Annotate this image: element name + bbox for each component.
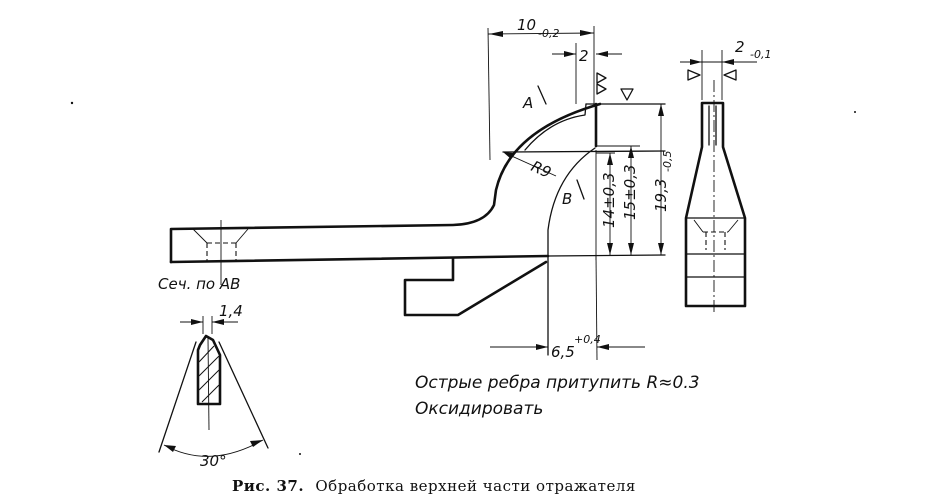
dim-side-width: 2 <box>735 38 745 56</box>
lower-hook <box>403 256 548 317</box>
part-outline-bar <box>169 102 602 264</box>
dim-offset-tol: +0,4 <box>574 333 601 346</box>
finish-mark-left <box>687 69 701 81</box>
surface-finish-marks <box>596 72 634 101</box>
scan-speck <box>70 101 74 105</box>
dim-heights: 14±0,3 15±0,3 19,3 -0,5 <box>595 104 674 260</box>
dim-h19-tol: -0,5 <box>661 151 674 172</box>
dim-width-top-tol: -0,2 <box>538 27 559 40</box>
figure-caption: Рис. 37. Обработка верхней части отражат… <box>232 477 636 495</box>
main-view: R9 A B <box>169 72 666 356</box>
dim-slot: 2 <box>552 43 622 104</box>
arc-b <box>547 147 596 356</box>
dim-slot-value: 2 <box>579 47 589 65</box>
note-edges: Острые ребра притупить R≈0.3 <box>415 373 700 393</box>
scan-speck <box>299 453 301 455</box>
dim-width-top-value: 10 <box>517 16 536 34</box>
dim-h15: 15±0,3 <box>621 164 639 220</box>
figure-caption-text: Обработка верхней части отражателя <box>315 477 635 495</box>
part-outline-bar-bottom <box>169 254 550 264</box>
label-a: A <box>522 94 533 112</box>
dim-offset-value: 6,5 <box>551 343 575 361</box>
section-title: Сеч. по AB <box>158 275 240 293</box>
section-thickness: 1,4 <box>219 302 243 320</box>
radius-base-line <box>502 150 666 153</box>
side-view: 2 -0,1 <box>680 38 771 312</box>
finish-mark-right <box>723 69 737 81</box>
section-view: Сеч. по AB 1,4 30° <box>158 275 269 470</box>
radius-arrow <box>503 152 514 159</box>
section-angle: 30° <box>200 452 227 470</box>
label-a-mark <box>537 85 547 105</box>
radius-leader <box>504 152 557 177</box>
label-b: B <box>562 190 572 208</box>
label-b-mark <box>576 179 585 200</box>
note-oxidize: Оксидировать <box>415 399 543 419</box>
section-marker <box>192 220 249 285</box>
dim-width-top: 10 -0,2 <box>487 16 595 161</box>
dim-offset: 6,5 +0,4 <box>490 254 645 361</box>
dim-h14: 14±0,3 <box>600 172 618 228</box>
dim-side-width-tol: -0,1 <box>750 48 771 61</box>
base-line <box>547 254 666 257</box>
dim-h19: 19,3 <box>652 179 670 212</box>
figure-caption-prefix: Рис. 37. <box>232 477 304 495</box>
radius-label: R9 <box>528 157 554 182</box>
scan-speck <box>854 111 856 113</box>
inner-arc <box>524 103 587 151</box>
